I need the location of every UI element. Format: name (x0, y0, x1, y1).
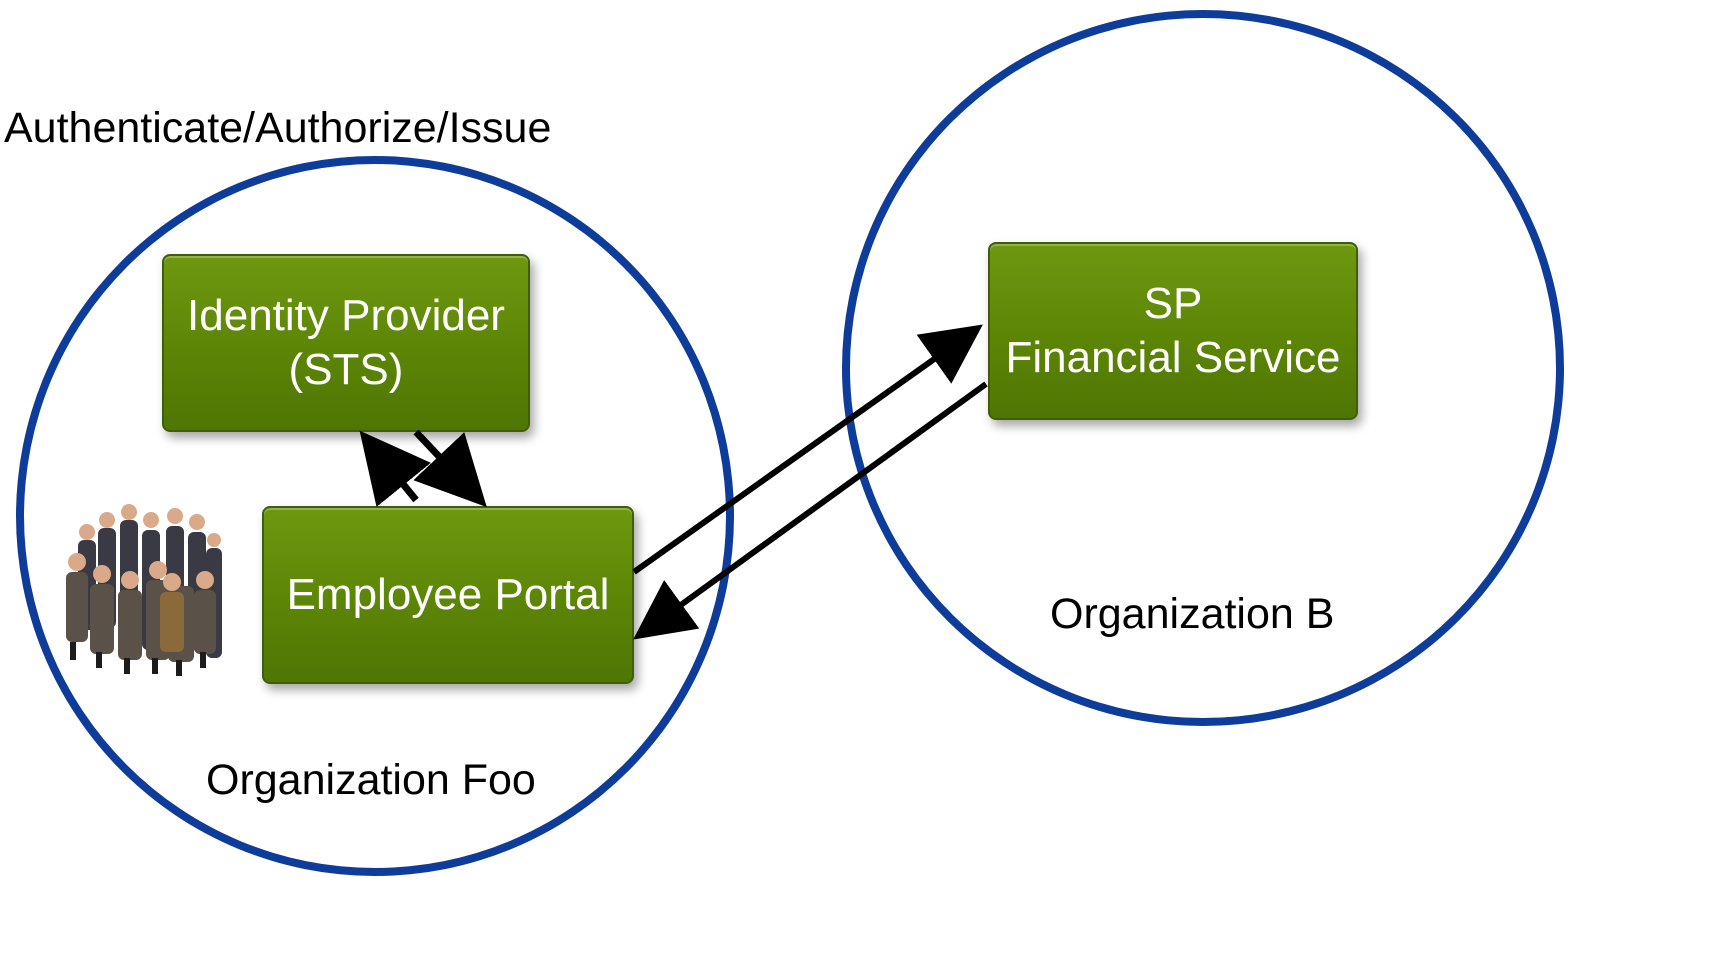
arrow-portal-to-sp (632, 324, 983, 575)
service-provider-sublabel: Financial Service (1005, 333, 1341, 382)
organization-b-label: Organization B (1050, 590, 1335, 638)
identity-provider-label: Identity Provider (187, 291, 505, 341)
arrow-idp-to-portal (413, 429, 487, 508)
service-provider-box: SP Financial Service (988, 242, 1358, 420)
arrow-sp-to-portal (633, 381, 988, 640)
organization-foo-circle (16, 156, 734, 876)
header-label: Authenticate/Authorize/Issue (4, 104, 552, 152)
organization-b-circle (842, 10, 1564, 726)
service-provider-label: SP (1143, 279, 1203, 329)
people-group-icon (66, 504, 222, 676)
identity-provider-sublabel: (STS) (288, 345, 404, 394)
identity-provider-box: Identity Provider (STS) (162, 254, 530, 432)
employee-portal-label: Employee Portal (286, 570, 610, 620)
employee-portal-box: Employee Portal (262, 506, 634, 684)
arrow-portal-to-idp (359, 430, 431, 507)
organization-foo-label: Organization Foo (206, 756, 536, 804)
